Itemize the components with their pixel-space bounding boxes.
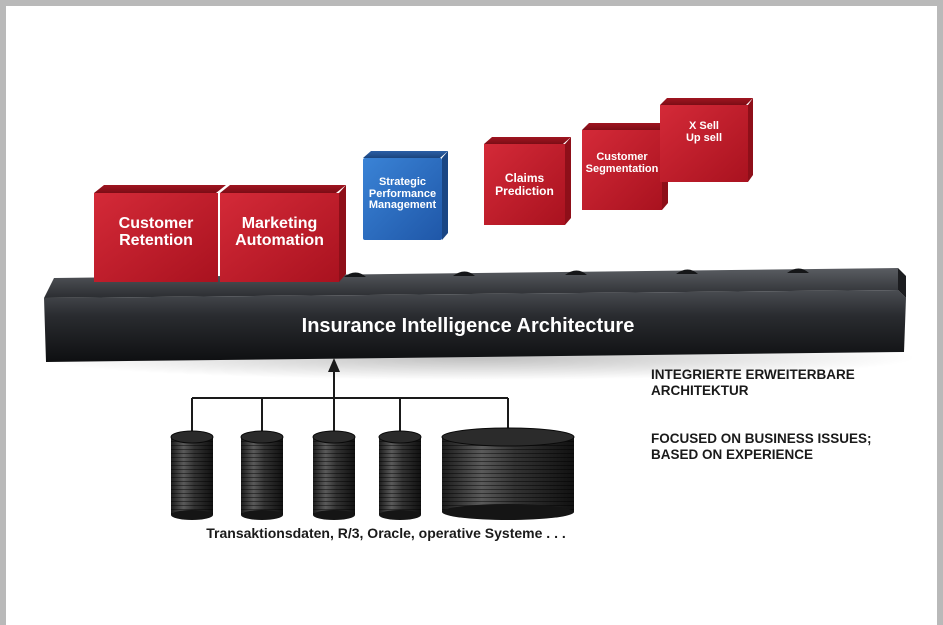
note-business-focus: FOCUSED ON BUSINESS ISSUES; BASED ON EXP…	[651, 431, 872, 463]
note-integrated-architecture: INTEGRIERTE ERWEITERBARE ARCHITEKTUR	[651, 367, 855, 399]
module-cube-marketing-automation	[220, 185, 346, 282]
architecture-diagram: Insurance Intelligence Architecture	[36, 98, 916, 520]
module-cube-x-sell-up-sell	[660, 98, 753, 182]
database-cylinder-wide	[441, 427, 575, 520]
module-cube-customer-retention	[94, 185, 226, 282]
data-connector	[191, 368, 509, 431]
module-label-strategic-performance: Strategic Performance Management	[368, 176, 437, 212]
note-line: ARCHITEKTUR	[651, 382, 749, 398]
module-cube-claims-prediction	[484, 137, 571, 225]
arrow-head	[328, 358, 340, 372]
database-cylinder	[240, 430, 284, 520]
module-label-claims-prediction: Claims Prediction	[495, 171, 554, 198]
figure-frame: Insurance Intelligence Architecture	[6, 6, 937, 625]
database-cylinder	[378, 430, 422, 520]
module-cube-customer-segmentation	[582, 123, 668, 210]
architecture-bar	[44, 268, 906, 362]
database-cylinder	[170, 430, 214, 520]
note-line: INTEGRIERTE ERWEITERBARE	[651, 367, 855, 382]
module-label-customer-retention: Customer Retention	[118, 215, 194, 249]
sources-caption: Transaktionsdaten, R/3, Oracle, operativ…	[206, 525, 566, 541]
platform-title: Insurance Intelligence Architecture	[302, 315, 635, 337]
database-cylinder	[312, 430, 356, 520]
module-label-marketing-automation: Marketing Automation	[235, 215, 324, 249]
note-line: BASED ON EXPERIENCE	[651, 446, 814, 462]
note-line: FOCUSED ON BUSINESS ISSUES;	[651, 431, 872, 446]
module-label-customer-segmentation: Customer Segmentation	[585, 151, 659, 175]
module-cube-strategic-performance	[363, 151, 448, 240]
module-label-x-sell-up-sell: X Sell Up sell	[685, 120, 723, 144]
